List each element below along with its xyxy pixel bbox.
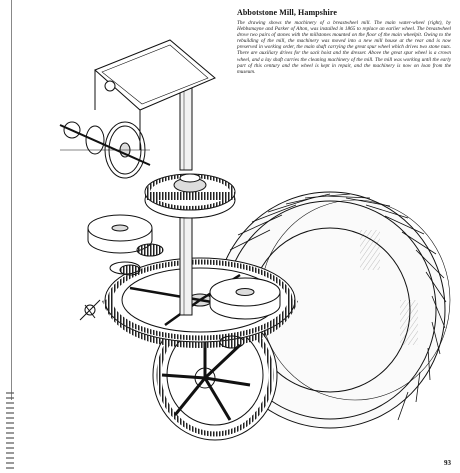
lay-shaft-frame (94, 39, 216, 150)
pulley-assembly (59, 121, 151, 179)
caption-body: The drawing shows the machinery of a bre… (237, 20, 451, 75)
millstone-right (209, 277, 281, 320)
caption-block: Abbotstone Mill, Hampshire The drawing s… (237, 8, 451, 75)
main-shaft (179, 77, 193, 316)
page-number: 93 (444, 459, 451, 467)
caption-title: Abbotstone Mill, Hampshire (237, 8, 338, 17)
crown-wheel (144, 173, 236, 219)
gutter-shadow (6, 392, 14, 472)
millstone-left (87, 214, 153, 275)
stone-nut-gears (119, 243, 245, 349)
governor (79, 299, 101, 321)
binding-rule (11, 0, 12, 400)
